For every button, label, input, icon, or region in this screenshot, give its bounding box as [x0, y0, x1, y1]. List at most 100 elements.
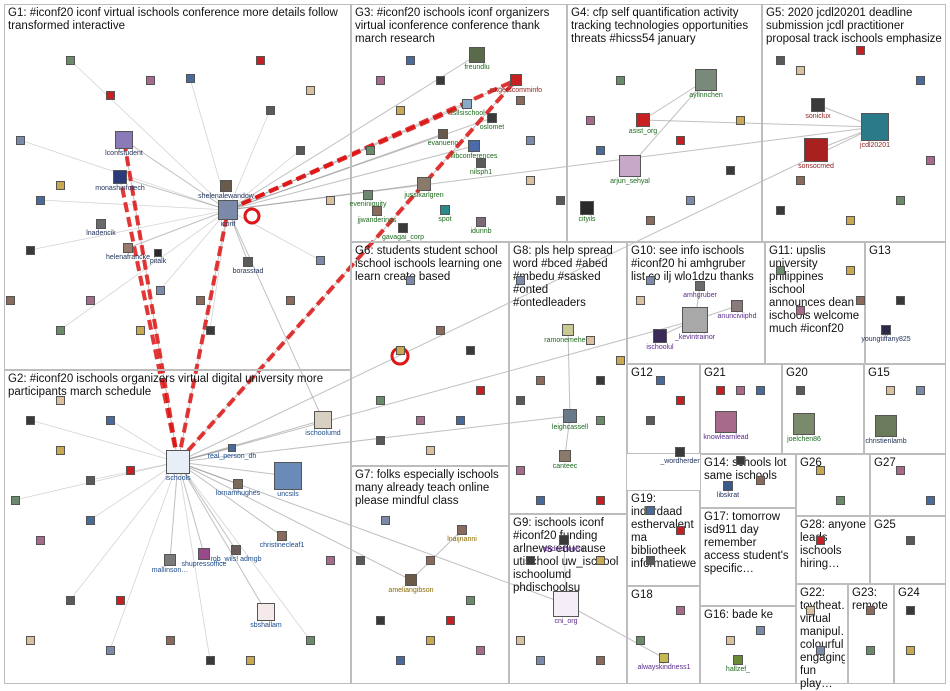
avatar-node[interactable] [795, 65, 805, 75]
avatar-node[interactable] [865, 645, 875, 655]
node-shelenalewandow[interactable] [220, 180, 232, 192]
avatar-node[interactable] [305, 635, 315, 645]
avatar-node[interactable] [525, 135, 535, 145]
avatar-node[interactable] [165, 635, 175, 645]
avatar-node[interactable] [725, 635, 735, 645]
avatar-node[interactable] [55, 180, 65, 190]
node-mallinson[interactable] [164, 554, 176, 566]
avatar-node[interactable] [645, 215, 655, 225]
avatar-node[interactable] [755, 475, 765, 485]
avatar-node[interactable] [55, 325, 65, 335]
avatar-node[interactable] [25, 245, 35, 255]
avatar-node[interactable] [205, 655, 215, 665]
avatar-node[interactable] [725, 165, 735, 175]
node-oslomet[interactable] [487, 113, 497, 123]
node-spot[interactable] [440, 205, 450, 215]
node-arjun_sehyal[interactable] [619, 155, 641, 177]
node-ameliangibson[interactable] [405, 574, 417, 586]
avatar-node[interactable] [855, 295, 865, 305]
avatar-node[interactable] [885, 385, 895, 395]
avatar-node[interactable] [755, 385, 765, 395]
avatar-node[interactable] [775, 55, 785, 65]
node-ischoolul[interactable] [653, 329, 667, 343]
node-anunciviiphd[interactable] [731, 300, 743, 312]
avatar-node[interactable] [515, 395, 525, 405]
avatar-node[interactable] [305, 85, 315, 95]
node-rutgerscomminfo[interactable] [510, 74, 522, 86]
avatar-node[interactable] [395, 655, 405, 665]
avatar-node[interactable] [145, 75, 155, 85]
avatar-node[interactable] [475, 385, 485, 395]
avatar-node[interactable] [455, 415, 465, 425]
node-real_person_dh[interactable] [228, 444, 236, 452]
node-gavagai_corp[interactable] [398, 223, 408, 233]
avatar-node[interactable] [595, 495, 605, 505]
node-shupressoffice[interactable] [198, 548, 210, 560]
avatar-node[interactable] [865, 605, 875, 615]
avatar-node[interactable] [395, 345, 405, 355]
node-leighcassell[interactable] [563, 409, 577, 423]
node-wordherder[interactable] [675, 447, 685, 457]
node-hallzef_[interactable] [733, 655, 743, 665]
avatar-node[interactable] [805, 605, 815, 615]
node-uncsils[interactable] [274, 462, 302, 490]
avatar-node[interactable] [675, 525, 685, 535]
node-lnadencik[interactable] [96, 219, 106, 229]
avatar-node[interactable] [515, 635, 525, 645]
avatar-node[interactable] [645, 415, 655, 425]
node-ischools[interactable] [166, 450, 190, 474]
avatar-node[interactable] [435, 325, 445, 335]
avatar-node[interactable] [795, 305, 805, 315]
avatar-node[interactable] [375, 395, 385, 405]
avatar-node[interactable] [65, 595, 75, 605]
avatar-node[interactable] [85, 475, 95, 485]
avatar-node[interactable] [115, 595, 125, 605]
avatar-node[interactable] [595, 655, 605, 665]
node-lconfstudent[interactable] [115, 131, 133, 149]
node-lnaijnanni[interactable] [457, 525, 467, 535]
node-freundlu[interactable] [469, 47, 485, 63]
avatar-node[interactable] [535, 375, 545, 385]
avatar-node[interactable] [375, 435, 385, 445]
node-cni_org[interactable] [553, 591, 579, 617]
node-ramonemeherg[interactable] [562, 324, 574, 336]
avatar-node[interactable] [795, 175, 805, 185]
node-rob_wils[interactable] [231, 545, 241, 555]
avatar-node[interactable] [155, 285, 165, 295]
avatar-node[interactable] [735, 455, 745, 465]
avatar-node[interactable] [375, 615, 385, 625]
node-ischoolumd[interactable] [314, 411, 332, 429]
avatar-node[interactable] [675, 605, 685, 615]
avatar-node[interactable] [915, 75, 925, 85]
avatar-node[interactable] [15, 135, 25, 145]
node-cityils[interactable] [580, 201, 594, 215]
avatar-node[interactable] [245, 655, 255, 665]
avatar-node[interactable] [655, 375, 665, 385]
avatar-node[interactable] [895, 295, 905, 305]
avatar-node[interactable] [795, 385, 805, 395]
avatar-node[interactable] [105, 90, 115, 100]
avatar-node[interactable] [65, 55, 75, 65]
avatar-node[interactable] [375, 75, 385, 85]
avatar-node[interactable] [845, 215, 855, 225]
avatar-node[interactable] [905, 535, 915, 545]
node-asist_org[interactable] [636, 113, 650, 127]
node-jcdl20201[interactable] [861, 113, 889, 141]
avatar-node[interactable] [905, 645, 915, 655]
avatar-node[interactable] [595, 145, 605, 155]
node-iconf[interactable] [218, 200, 238, 220]
avatar-node[interactable] [645, 275, 655, 285]
avatar-node[interactable] [915, 385, 925, 395]
avatar-node[interactable] [415, 415, 425, 425]
avatar-node[interactable] [815, 645, 825, 655]
avatar-node[interactable] [775, 265, 785, 275]
avatar-node[interactable] [585, 115, 595, 125]
node-nilsph1[interactable] [476, 158, 486, 168]
node-helenafrancke[interactable] [123, 243, 133, 253]
avatar-node[interactable] [535, 495, 545, 505]
avatar-node[interactable] [555, 195, 565, 205]
node-ayllnnchen[interactable] [695, 69, 717, 91]
avatar-node[interactable] [380, 515, 390, 525]
avatar-node[interactable] [105, 645, 115, 655]
avatar-node[interactable] [405, 55, 415, 65]
